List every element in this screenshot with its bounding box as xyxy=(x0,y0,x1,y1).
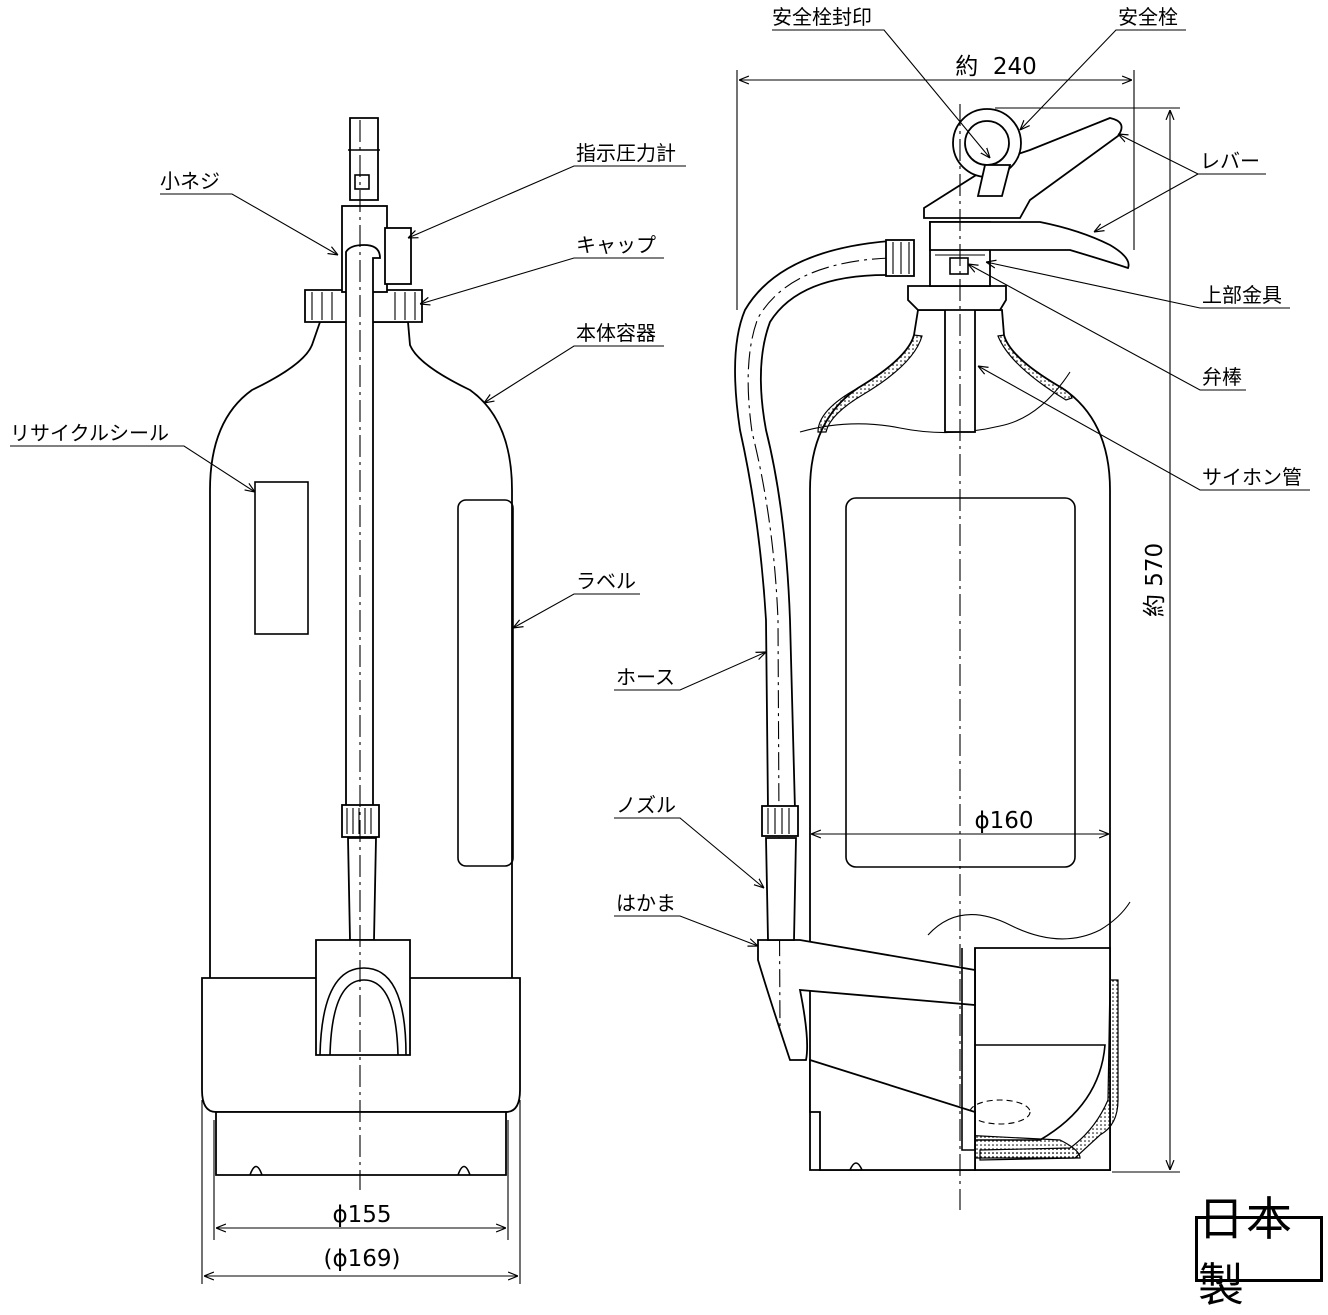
upper-fitting-shape xyxy=(907,285,1007,311)
lever-shape xyxy=(923,117,1123,219)
siphon-tube-leader xyxy=(978,366,1310,491)
body-container-leader xyxy=(484,345,664,403)
hose-coupling-top xyxy=(885,239,915,277)
label-upper-fitting: 上部金具 xyxy=(1202,283,1282,307)
safety-pin-seal-leader xyxy=(772,29,990,158)
label-label: ラベル xyxy=(576,569,636,593)
pressure-gauge-shape xyxy=(384,227,412,285)
front-foot xyxy=(215,1111,507,1176)
label-panel xyxy=(457,499,514,867)
front-hose-tube xyxy=(345,244,381,836)
side-hose-coupling xyxy=(761,805,799,837)
label-hakama: はかま xyxy=(616,891,676,915)
front-view xyxy=(201,117,521,1190)
dim-height: 約 570 xyxy=(1142,543,1168,617)
label-lever: レバー xyxy=(1200,149,1260,173)
label-recycle-seal: リサイクルシール xyxy=(10,421,169,445)
drawing-canvas: 小ネジ 指示圧力計 キャップ 本体容器 リサイクルシール ラベル 安全栓封印 安… xyxy=(10,5,1310,1284)
label-safety-pin-seal: 安全栓封印 xyxy=(772,5,872,29)
leader-lines xyxy=(10,29,1310,946)
hose-leader xyxy=(614,652,766,691)
lever-leader-2 xyxy=(1094,173,1199,232)
label-safety-pin: 安全栓 xyxy=(1118,5,1178,29)
part-labels: 小ネジ 指示圧力計 キャップ 本体容器 リサイクルシール ラベル 安全栓封印 安… xyxy=(10,5,1302,915)
origin-stamp: 日本製 xyxy=(1195,1192,1323,1312)
label-leader xyxy=(513,593,640,628)
hakama-leader xyxy=(614,915,758,946)
upper-fitting-leader xyxy=(986,262,1290,309)
label-nozzle: ノズル xyxy=(616,793,676,817)
dimension-labels: ϕ155 (ϕ169) ϕ160 約 240 約 570 xyxy=(323,54,1168,1272)
recycle-seal-leader xyxy=(10,445,255,492)
extinguisher-drawing: 小ネジ 指示圧力計 キャップ 本体容器 リサイクルシール ラベル 安全栓封印 安… xyxy=(10,5,1323,1312)
dim-outer-diameter: (ϕ169) xyxy=(323,1246,400,1272)
label-cap: キャップ xyxy=(576,233,656,257)
nozzle-leader xyxy=(614,817,764,888)
safety-pin-leader xyxy=(1020,29,1186,130)
front-nozzle xyxy=(347,837,377,941)
dim-base-diameter: ϕ155 xyxy=(332,1202,391,1228)
origin-text: 日本製 xyxy=(1198,1192,1294,1312)
dim-width: 約 240 xyxy=(955,54,1037,80)
label-valve-rod: 弁棒 xyxy=(1202,365,1242,389)
label-hose: ホース xyxy=(616,665,675,689)
recycle-seal-rect xyxy=(254,481,309,635)
hakama-shape xyxy=(757,939,976,1061)
valve-rod-leader xyxy=(968,264,1246,391)
side-hose xyxy=(734,240,891,811)
label-small-screw: 小ネジ xyxy=(160,169,220,193)
small-screw-leader xyxy=(160,193,338,255)
dim-body-diameter: ϕ160 xyxy=(974,808,1033,834)
lower-lever-shape xyxy=(929,221,1130,270)
label-body-container: 本体容器 xyxy=(576,321,656,345)
label-siphon-tube: サイホン管 xyxy=(1202,465,1302,489)
pressure-gauge-leader xyxy=(408,165,686,238)
side-view xyxy=(734,104,1131,1210)
lever-top xyxy=(349,117,379,201)
dimension-lines xyxy=(201,70,1180,1284)
label-pressure-gauge: 指示圧力計 xyxy=(576,141,676,165)
side-nozzle xyxy=(765,837,797,941)
cap-leader xyxy=(420,257,664,304)
